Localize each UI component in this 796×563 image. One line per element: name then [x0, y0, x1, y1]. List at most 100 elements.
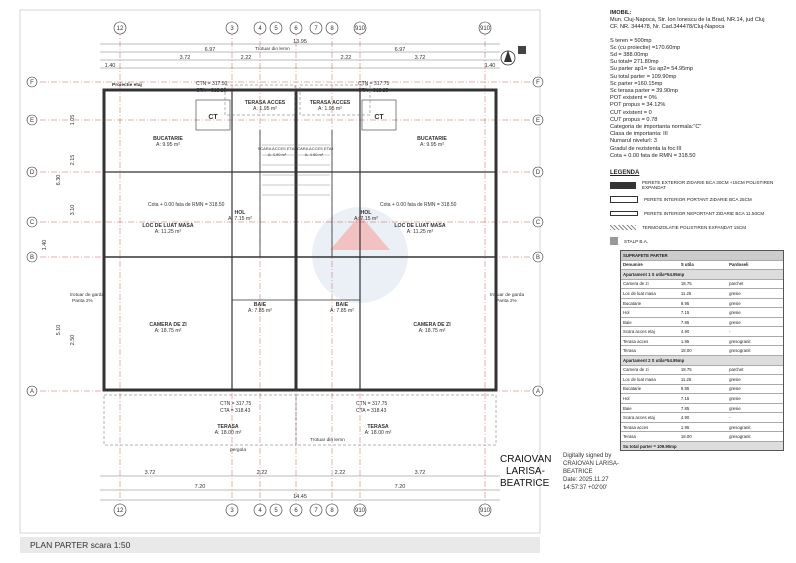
legend-swatch [610, 237, 618, 245]
axis-label: 8 [330, 26, 334, 32]
info-line: Clasa de importanta: III [610, 131, 668, 138]
axis-label: 910 [480, 26, 491, 32]
table-cell: 18.75 [680, 281, 692, 287]
table-row: Baie 7.85 gresie [621, 316, 783, 327]
table-cell: parchet [729, 281, 744, 287]
room-area: A: 1.95 m² [318, 106, 342, 112]
axis-label: 12 [117, 508, 124, 514]
column-header: S utila [680, 262, 694, 268]
ctn-note: CTN = 317.75 [220, 401, 251, 407]
table-cell: Baie [623, 319, 632, 325]
axis-label: D [536, 170, 541, 176]
signature-line: BEATRICE [500, 478, 550, 489]
info-line: Gradul de rezistenta la foc:III [610, 145, 682, 152]
table-cell: 11.25 [680, 376, 692, 382]
room-name: BAIE [254, 302, 267, 308]
apartment-header: Apartament 1 S utila=54.95mp [623, 271, 685, 277]
table-cell: 9.95 [680, 386, 690, 392]
room-area: A: 9.95 m² [156, 142, 180, 148]
info-line: CUT existent = 0 [610, 109, 652, 116]
table-total: Su total parter = 109.90mp [623, 443, 677, 449]
table-cell: 7.85 [680, 319, 690, 325]
axis-label: C [536, 220, 541, 226]
info-line: POT propus = 34.12% [610, 102, 666, 109]
axis-bubbles-bottom: 12 3 4 5 6 7 8 910 910 [113, 503, 492, 517]
table-cell: 7.85 [680, 405, 690, 411]
trotuar-right-label: trotuar de garda [490, 292, 524, 298]
elevation-notes: Cota + 0.00 fata de RMN = 318.50 Cota + … [148, 81, 457, 414]
axis-bubbles-right: F E D C B A [532, 76, 544, 397]
drawing-title-bar: PLAN PARTER scara 1:50 [20, 537, 540, 553]
legend-item: TERMOIZOLATIE POLISTIREN EXPANDAT 15CM [610, 220, 790, 234]
table-cell: gresie [729, 405, 741, 411]
dim-label: 1.40 [105, 63, 116, 69]
table-row: Camera de zi 18.75 parchet [621, 278, 783, 289]
room-name: SCARA ACCES ETAJ [295, 146, 334, 151]
svg-text:CT: CT [374, 114, 384, 121]
table-cell: gresie [729, 319, 741, 325]
table-cell: Loc de luat masa [623, 376, 656, 382]
axis-label: 7 [314, 26, 318, 32]
table-cell: gresie [729, 290, 741, 296]
dim-label: 6.97 [205, 47, 216, 53]
room-name: LOC DE LUAT MASA [142, 223, 193, 229]
room-name: LOC DE LUAT MASA [394, 223, 445, 229]
info-line: Sd = 388.00mp [610, 52, 649, 59]
digital-signature: Digitally signed by CRAIOVAN LARISA- BEA… [563, 452, 619, 492]
table-cell: gresie [729, 300, 741, 306]
table-cell: gresogranit [729, 348, 751, 354]
axis-label: E [30, 118, 34, 124]
room-area: A: 18.00 m² [215, 430, 242, 436]
dim-label: 14.45 [293, 494, 307, 500]
table-cell: 1.95 [680, 424, 690, 430]
axis-label: 8 [330, 508, 334, 514]
project-info: IMOBIL: Mun. Cluj-Napoca, Str. Ion Iones… [610, 10, 790, 160]
proiectie-label: Proiectie etaj [112, 82, 142, 88]
dim-label: 6.30 [56, 175, 62, 186]
table-cell: - [729, 415, 731, 421]
info-line: Sc (cu proiectie) =170.60mp [610, 44, 681, 51]
axis-label: 5 [274, 26, 278, 32]
info-line: Su total= 271.80mp [610, 59, 659, 66]
legend-swatch [610, 195, 638, 203]
table-cell: Terasa acces [623, 424, 649, 430]
info-line: Sc terasa parter = 39.90mp [610, 88, 678, 95]
dim-label: 1.40 [42, 240, 48, 251]
dim-label: 3.10 [70, 205, 76, 216]
room-name: HOL [361, 210, 373, 216]
dimension-text-top: 13.95 6.97 6.97 3.72 2.22 2.22 3.72 1.40… [105, 39, 496, 69]
walls [102, 88, 498, 392]
room-area: A: 7.85 m² [248, 308, 272, 314]
table-cell: gresie [729, 376, 741, 382]
axis-label: C [30, 220, 35, 226]
axis-label: 12 [117, 26, 124, 32]
column-header: Pardoseli [729, 262, 749, 268]
room-labels: TERASA ACCES A: 1.95 m² TERASA ACCES A: … [142, 100, 451, 436]
info-line: Sc parter =160.15mp [610, 80, 663, 87]
room-area: A: 11.25 m² [155, 229, 182, 235]
north-arrow-icon [500, 50, 516, 66]
dim-label: 6.97 [395, 47, 406, 53]
table-cell: Loc de luat masa [623, 290, 656, 296]
table-cell: Camera de zi [623, 281, 649, 287]
table-cell: gresogranit [729, 434, 751, 440]
misc-labels: Trotuar din lemn Trotuar din lemn Proiec… [70, 46, 524, 453]
dimension-lines-top [100, 43, 500, 69]
table-cell: 4.90 [680, 329, 690, 335]
table-row: Loc de luat masa 11.25 gresie [621, 374, 783, 384]
apartment-header-row: Apartament 2 S utila=54.95mp [621, 355, 783, 365]
axis-bubbles-top: 12 3 4 5 6 7 8 910 910 [113, 21, 492, 35]
legend-swatch [610, 224, 636, 230]
room-name: TERASA ACCES [245, 100, 286, 106]
dim-label: 3.72 [415, 470, 426, 476]
trotuar-left-label: trotuar de garda [70, 292, 104, 298]
table-cell: Bucatarie [623, 386, 642, 392]
dim-label: 2.22 [257, 470, 268, 476]
dim-label: 2.15 [70, 155, 76, 166]
